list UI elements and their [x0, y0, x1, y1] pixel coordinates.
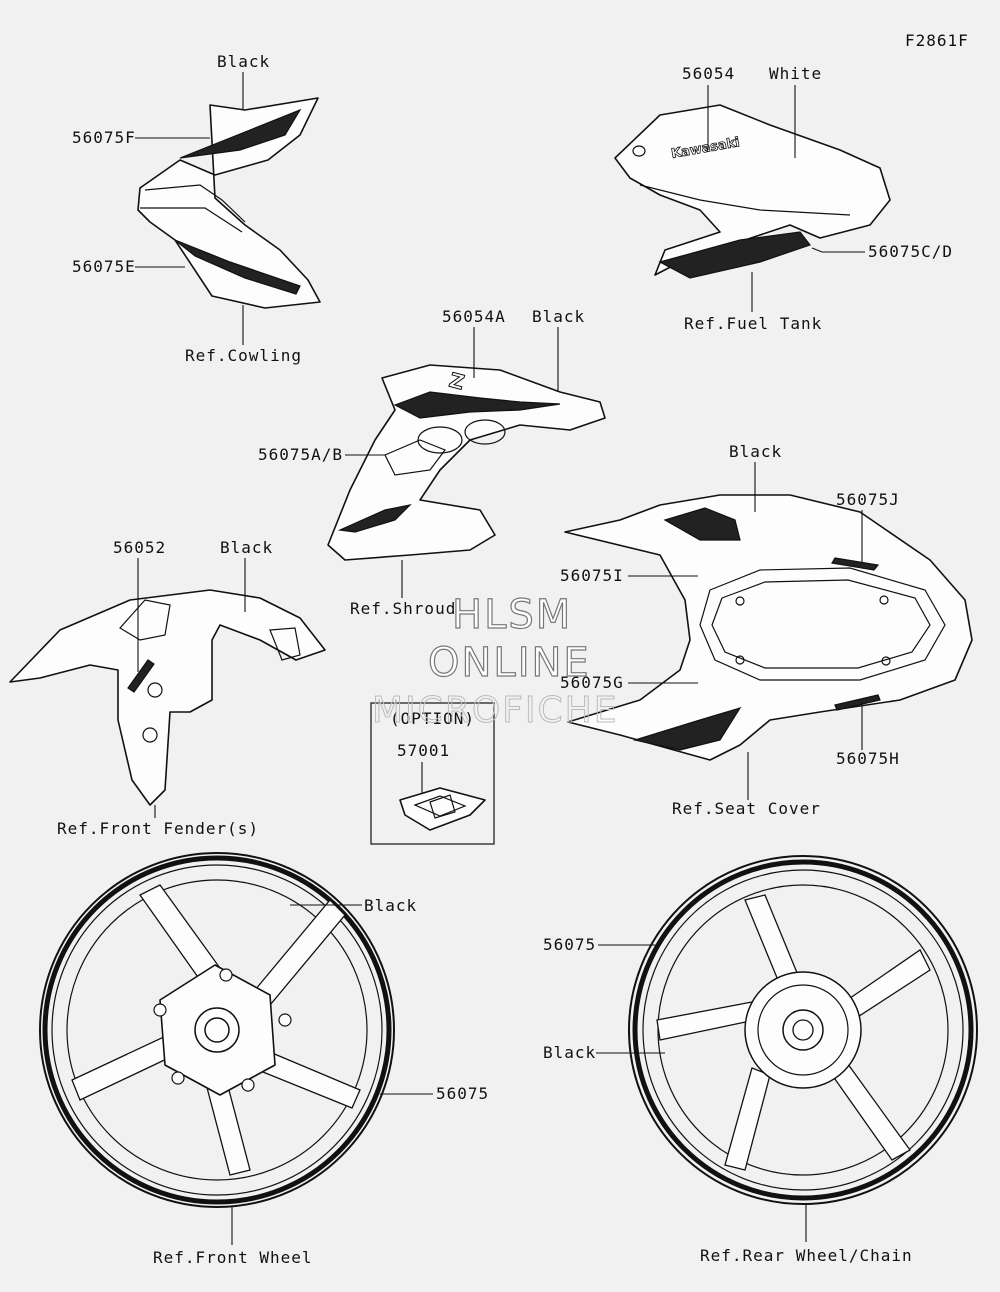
- figure-code: F2861F: [905, 31, 969, 50]
- label-rwheel-color: Black: [543, 1043, 596, 1062]
- label-cowl-upper: 56075F: [72, 128, 136, 147]
- label-fwheel-color: Black: [364, 896, 417, 915]
- label-tank-color: White: [769, 64, 822, 83]
- watermark: HLSM ONLINE MICROFICHE: [372, 591, 618, 731]
- label-shroud-part: 56054A: [442, 307, 506, 326]
- label-cowl-lower: 56075E: [72, 257, 136, 276]
- label-tank-stripe: 56075C/D: [868, 242, 953, 261]
- seat-cover-part: [564, 494, 973, 761]
- label-cowl-color: Black: [217, 52, 270, 71]
- label-option-title: (OPTION): [390, 709, 475, 728]
- label-option-part: 57001: [397, 741, 450, 760]
- label-fwheel-stripe: 56075: [436, 1084, 489, 1103]
- watermark-line-1: HLSM: [452, 592, 572, 638]
- applicator-tool-part: [399, 787, 486, 831]
- label-fender-part: 56052: [113, 538, 166, 557]
- rear-wheel-part: [628, 855, 978, 1205]
- option-box: (OPTION) 57001: [370, 702, 495, 845]
- watermark-line-3: MICROFICHE: [372, 690, 618, 731]
- front-wheel-part: [39, 852, 395, 1208]
- label-seat-i: 56075I: [560, 566, 624, 585]
- label-fender-ref: Ref.Front Fender(s): [57, 819, 259, 838]
- shroud-part: Z: [327, 364, 606, 561]
- fuel-tank-part: Kawasaki: [614, 104, 891, 279]
- label-seat-g: 56075G: [560, 673, 624, 692]
- label-tank-ref: Ref.Fuel Tank: [684, 314, 822, 333]
- shroud-z-badge: Z: [447, 368, 467, 395]
- label-shroud-decal: 56075A/B: [258, 445, 343, 464]
- label-seat-j: 56075J: [836, 490, 900, 509]
- label-rwheel-ref: Ref.Rear Wheel/Chain: [700, 1246, 913, 1265]
- front-fender-part: [9, 589, 326, 806]
- label-seat-h: 56075H: [836, 749, 900, 768]
- label-fender-color: Black: [220, 538, 273, 557]
- label-tank-part: 56054: [682, 64, 735, 83]
- front-cowl-part: [137, 97, 321, 309]
- label-shroud-color: Black: [532, 307, 585, 326]
- label-fwheel-ref: Ref.Front Wheel: [153, 1248, 313, 1267]
- label-seat-ref: Ref.Seat Cover: [672, 799, 821, 818]
- label-rwheel-stripe: 56075: [543, 935, 596, 954]
- label-cowl-ref: Ref.Cowling: [185, 346, 302, 365]
- label-shroud-ref: Ref.Shroud: [350, 599, 456, 618]
- label-seat-color: Black: [729, 442, 782, 461]
- leader-tank-stripe: [811, 247, 865, 253]
- watermark-line-2: ONLINE: [428, 640, 591, 686]
